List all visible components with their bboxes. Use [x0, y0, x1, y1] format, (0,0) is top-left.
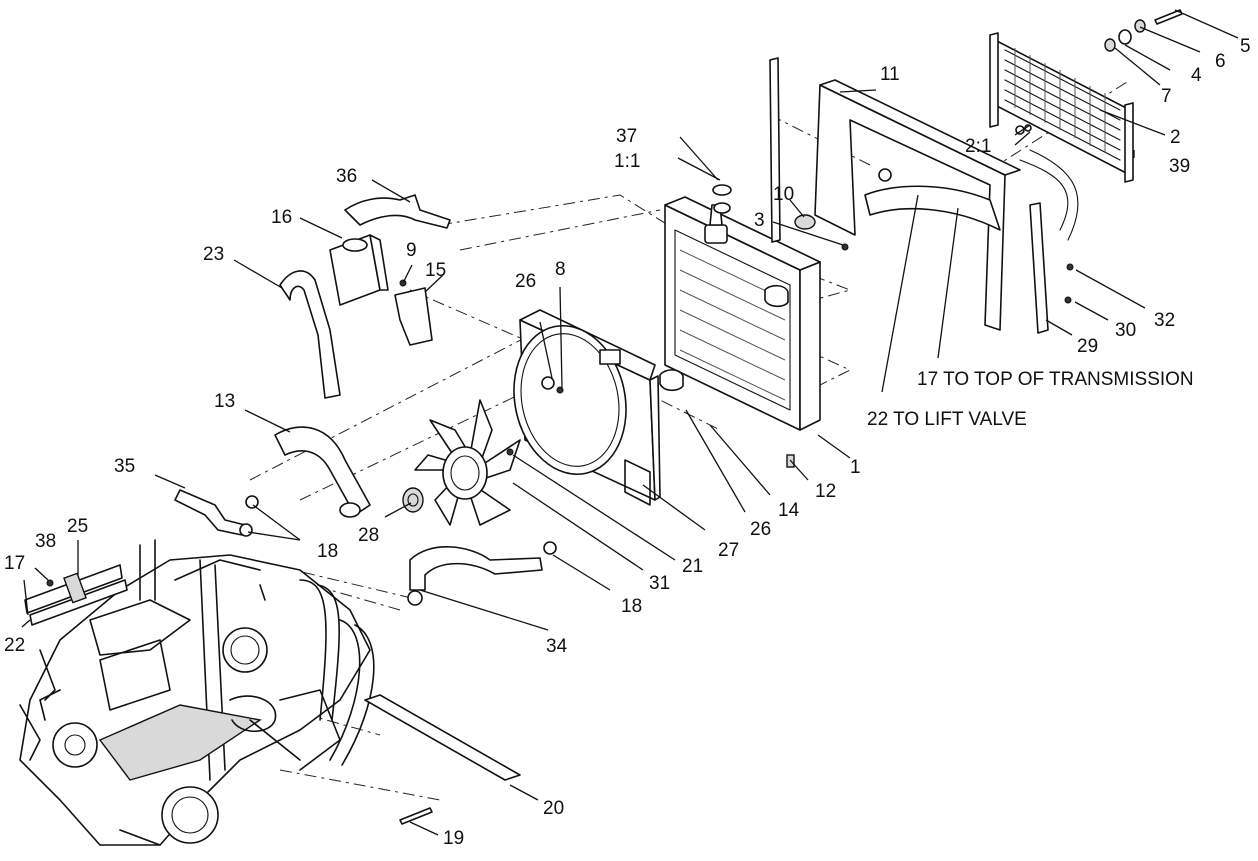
callout-10: 10 — [773, 184, 794, 205]
callout-26-left: 26 — [515, 271, 536, 292]
callout-32: 32 — [1154, 310, 1175, 331]
callout-16: 16 — [271, 207, 292, 228]
fan-shroud — [513, 309, 661, 506]
callout-29: 29 — [1077, 336, 1098, 357]
callout-labels: 1 1:1 2 2:1 3 4 5 6 7 8 9 10 11 12 13 14… — [4, 36, 1251, 849]
callout-22: 22 — [4, 635, 25, 656]
callout-36: 36 — [336, 166, 357, 187]
callout-34: 34 — [546, 636, 568, 657]
callout-7: 7 — [1161, 86, 1172, 107]
callout-18-bottom: 18 — [621, 596, 642, 617]
callout-20: 20 — [543, 798, 564, 819]
callout-1-1: 1:1 — [614, 151, 640, 172]
callout-15: 15 — [425, 260, 446, 281]
radiator-support-frame — [712, 57, 1074, 334]
callout-13: 13 — [214, 391, 235, 412]
callout-26-right: 26 — [750, 519, 771, 540]
hoses — [174, 194, 557, 606]
callout-8: 8 — [555, 259, 566, 280]
oil-cooler — [989, 9, 1183, 241]
callout-2: 2 — [1170, 127, 1181, 148]
callout-19: 19 — [443, 828, 464, 849]
callout-4: 4 — [1191, 65, 1202, 86]
callout-2-1: 2:1 — [965, 136, 991, 157]
engine-frame-assembly — [19, 539, 375, 846]
note-22-lift-valve: 22 TO LIFT VALVE — [867, 409, 1027, 430]
callout-39: 39 — [1169, 156, 1190, 177]
callout-6: 6 — [1215, 51, 1226, 72]
callout-38: 38 — [35, 531, 56, 552]
callout-17: 17 — [4, 553, 25, 574]
leader-lines — [21, 9, 1239, 836]
callout-35: 35 — [114, 456, 135, 477]
callout-25: 25 — [67, 516, 88, 537]
callout-5: 5 — [1240, 36, 1251, 57]
callout-23: 23 — [203, 244, 224, 265]
cooling-fan — [402, 399, 521, 526]
callout-1: 1 — [850, 457, 861, 478]
callout-31: 31 — [649, 573, 670, 594]
note-17-transmission: 17 TO TOP OF TRANSMISSION — [917, 369, 1194, 390]
callout-12: 12 — [815, 481, 836, 502]
callout-27: 27 — [718, 540, 739, 561]
coolant-reservoir — [329, 234, 433, 346]
radiator-core — [659, 196, 821, 468]
shield-strip — [364, 694, 521, 825]
callout-30: 30 — [1115, 320, 1136, 341]
callout-28: 28 — [358, 525, 379, 546]
callout-21: 21 — [682, 556, 703, 577]
callout-3: 3 — [754, 210, 765, 231]
callout-11: 11 — [880, 64, 900, 85]
callout-37: 37 — [616, 126, 637, 147]
callout-14: 14 — [778, 500, 800, 521]
callout-9: 9 — [406, 240, 417, 261]
callout-18-top: 18 — [317, 541, 338, 562]
